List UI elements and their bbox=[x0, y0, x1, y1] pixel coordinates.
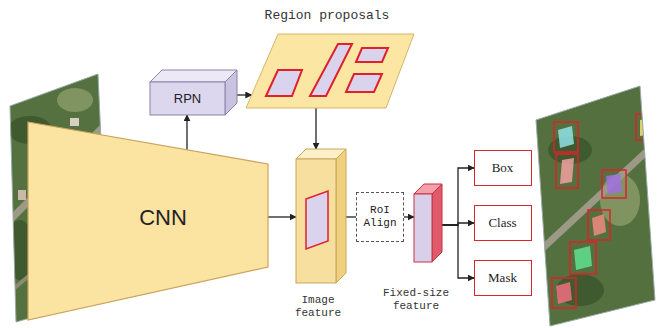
illustration-shape bbox=[556, 282, 572, 304]
illustration-shape bbox=[150, 70, 237, 82]
illustration-shape bbox=[558, 126, 574, 148]
class-head: Class bbox=[474, 205, 532, 241]
illustration-shape bbox=[560, 158, 574, 184]
output-image bbox=[530, 80, 659, 328]
illustration-shape bbox=[346, 74, 382, 92]
node-label: Region proposals bbox=[238, 8, 416, 24]
illustration-shape bbox=[432, 184, 442, 262]
illustration-shape bbox=[18, 190, 26, 200]
cnn-trapezoid: CNN bbox=[28, 122, 268, 320]
illustration-shape bbox=[556, 274, 604, 306]
node-label: CNN bbox=[108, 205, 218, 231]
illustration-shape bbox=[556, 154, 578, 188]
flow-arrow bbox=[442, 225, 474, 278]
flow-arrow bbox=[346, 216, 356, 217]
node-label: RoI Align bbox=[359, 204, 401, 230]
box-head: Box bbox=[474, 150, 532, 186]
illustration-shape bbox=[296, 159, 336, 283]
node-label: Box bbox=[477, 160, 528, 176]
illustration-shape bbox=[530, 80, 659, 328]
illustration-shape bbox=[592, 214, 606, 236]
mask-head: Mask bbox=[474, 260, 532, 296]
fixed-size-feature-slab: Fixed-size feature bbox=[378, 180, 454, 320]
image-frame bbox=[536, 86, 655, 326]
illustration-shape bbox=[636, 114, 655, 140]
roi-align-box: RoI Align bbox=[356, 192, 404, 242]
node-label: RPN bbox=[150, 91, 225, 107]
illustration-shape bbox=[28, 122, 268, 320]
illustration-shape bbox=[225, 70, 237, 115]
illustration-shape bbox=[150, 82, 225, 115]
node-shape bbox=[378, 180, 454, 320]
flow-arrow bbox=[442, 168, 474, 225]
illustration-shape bbox=[570, 242, 596, 274]
illustration-shape bbox=[554, 122, 578, 152]
flow-arrow bbox=[404, 216, 414, 217]
illustration-shape bbox=[588, 210, 610, 240]
illustration-shape bbox=[336, 149, 346, 283]
illustration-shape bbox=[70, 118, 79, 126]
region-proposals-plane: Region proposals bbox=[238, 4, 416, 112]
illustration-shape bbox=[266, 70, 302, 96]
node-label: Image feature bbox=[286, 294, 350, 320]
illustration-shape bbox=[306, 191, 328, 249]
illustration-shape bbox=[606, 174, 622, 194]
image-feature-slab: Image feature bbox=[286, 145, 350, 325]
illustration-shape bbox=[57, 88, 93, 112]
illustration-shape bbox=[640, 118, 652, 136]
flow-arrow bbox=[237, 94, 252, 95]
illustration-shape bbox=[310, 44, 352, 96]
illustration-shape bbox=[356, 48, 388, 62]
rpn-block: RPN bbox=[150, 70, 240, 116]
flow-arrow bbox=[186, 115, 187, 150]
illustration-shape bbox=[602, 170, 626, 198]
illustration-shape bbox=[246, 34, 414, 108]
illustration-shape bbox=[552, 278, 576, 308]
flow-arrow bbox=[315, 108, 316, 149]
flow-arrow bbox=[268, 216, 296, 217]
illustration-shape bbox=[574, 246, 592, 270]
illustration-shape bbox=[600, 174, 640, 226]
illustration-shape bbox=[414, 194, 432, 262]
node-label: Class bbox=[477, 215, 528, 231]
node-label: Fixed-size feature bbox=[378, 287, 454, 313]
node-label: Mask bbox=[477, 270, 528, 286]
